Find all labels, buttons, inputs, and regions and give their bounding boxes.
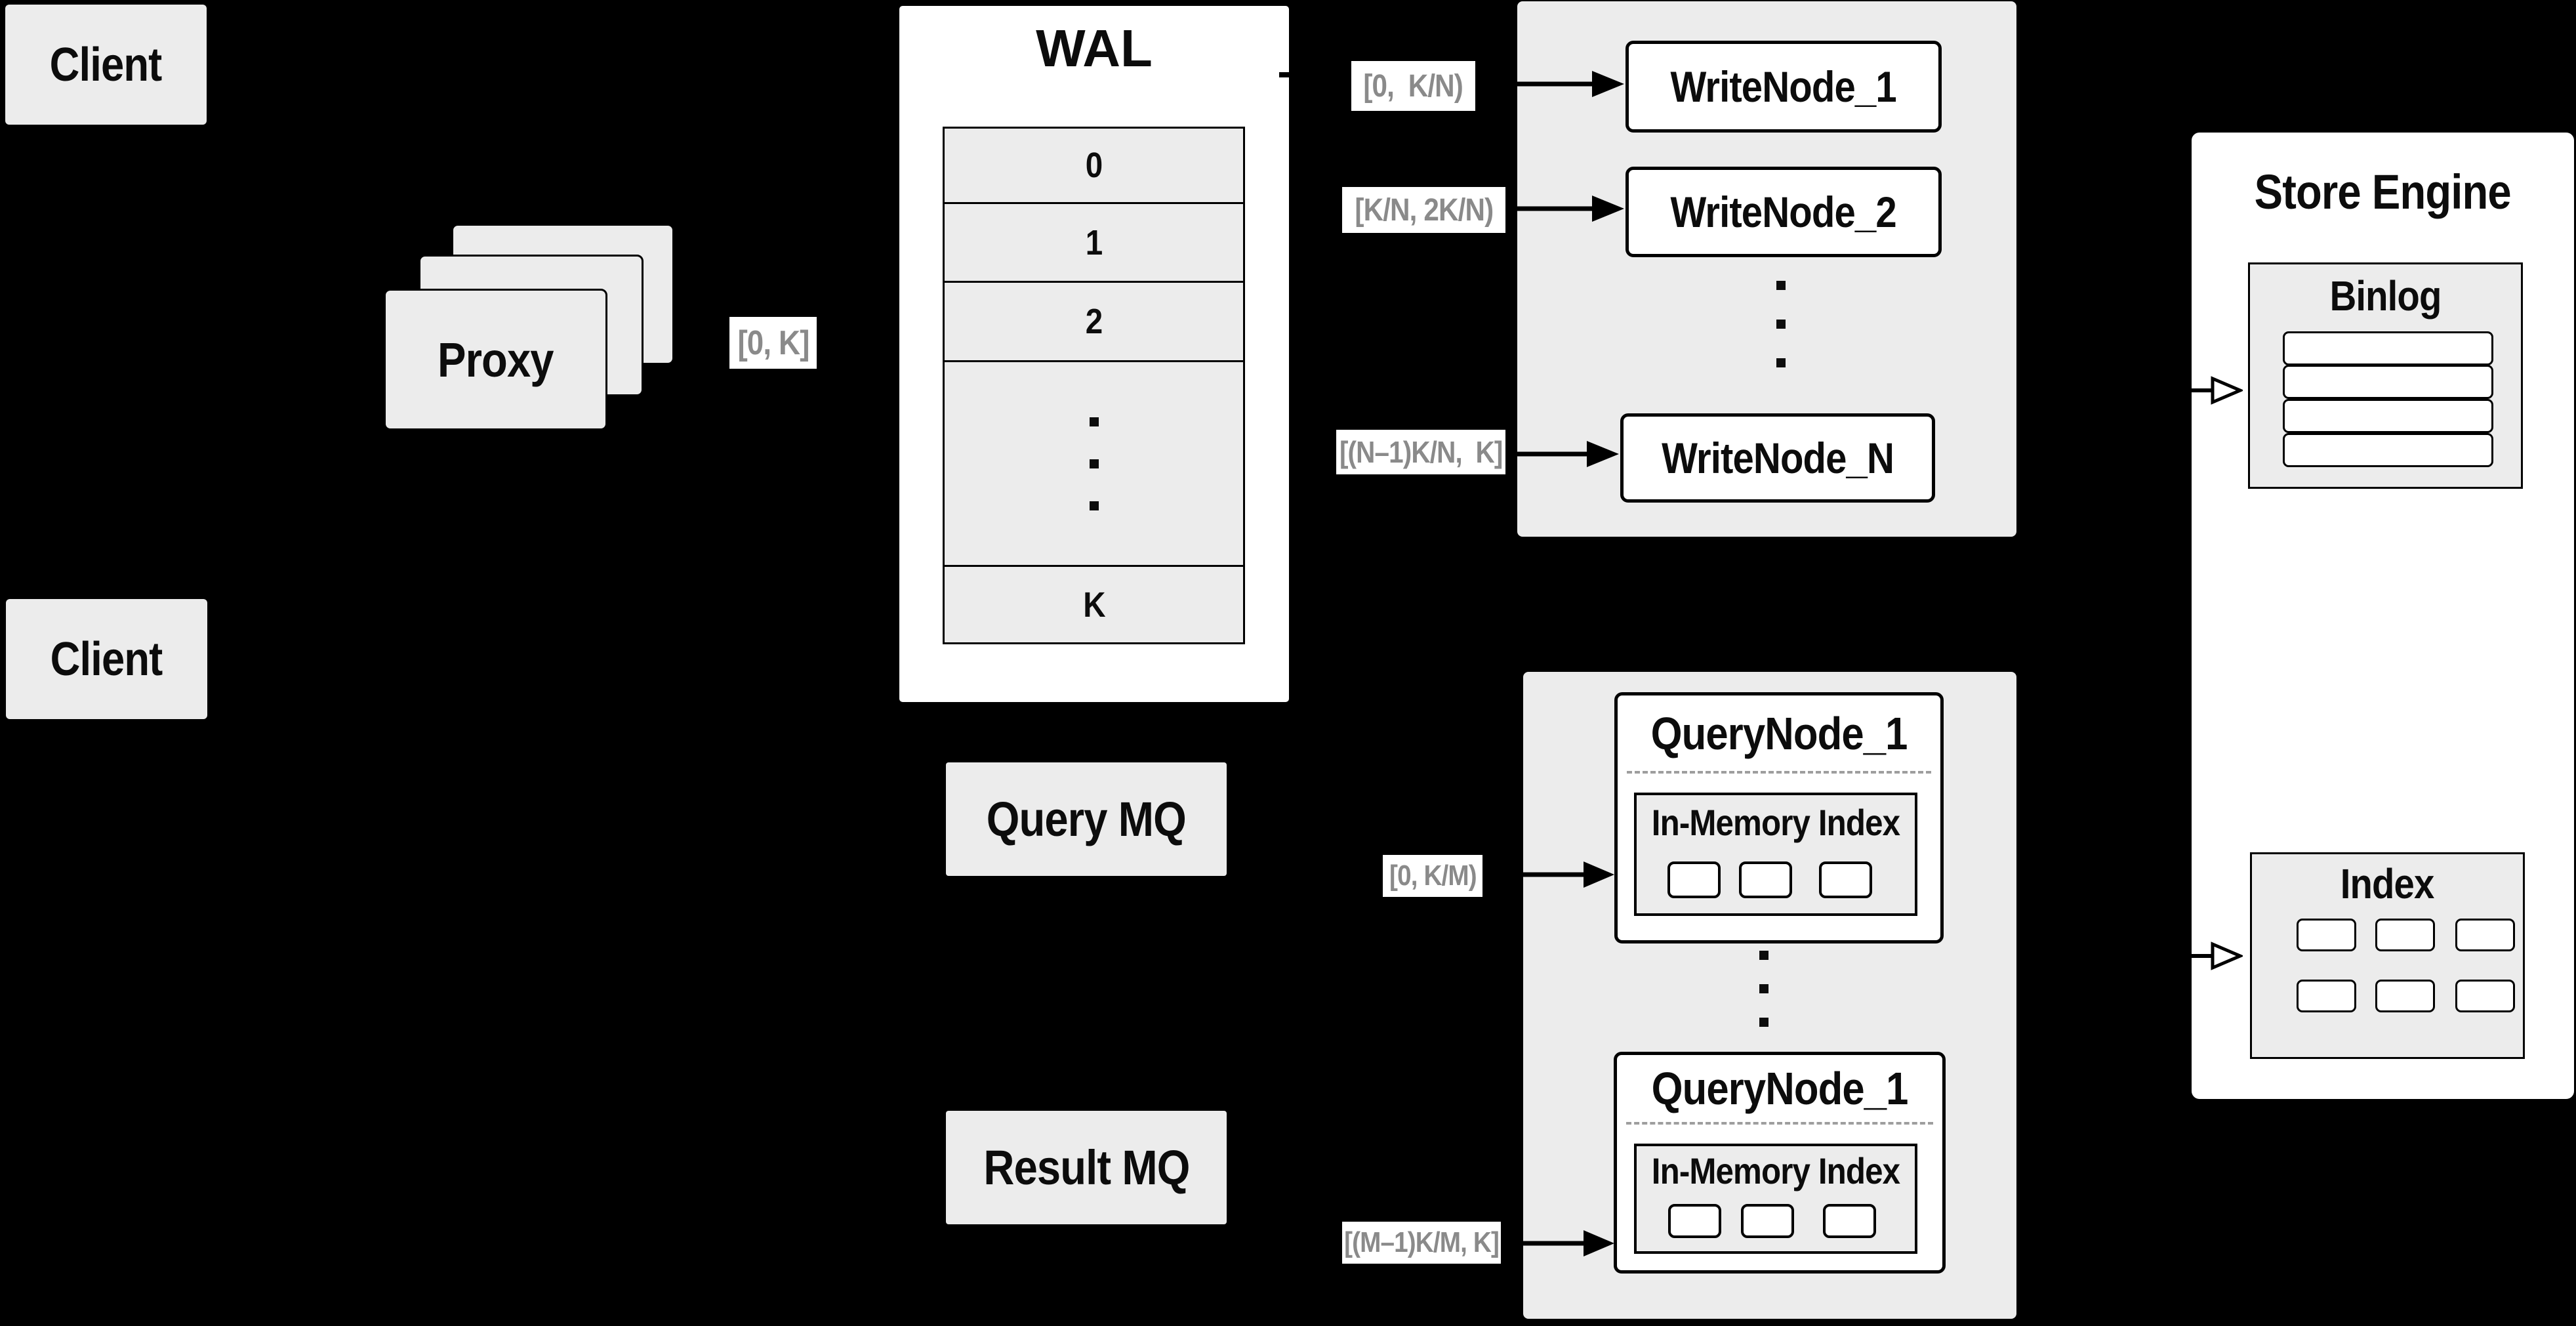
arrow-to-writenode-1 (1517, 71, 1624, 97)
client-box-top: Client (5, 5, 207, 125)
writenode-n-box: WriteNode_N (1620, 413, 1935, 503)
range-label-writenode-n-text: [(N–1)K/N, K] (1339, 435, 1503, 469)
ellipsis-dot (1759, 984, 1768, 993)
wal-segment-k-label: K (1082, 585, 1105, 625)
inmemory-segment (1741, 1204, 1794, 1238)
wal-segment-table: 0 1 2 K (943, 127, 1245, 644)
binlog-row (2283, 433, 2493, 467)
result-mq-label: Result MQ (983, 1140, 1190, 1195)
binlog-row (2283, 331, 2493, 365)
querynode-ellipsis (1759, 951, 1768, 1027)
ellipsis-dot (1776, 281, 1786, 290)
querynode-1-inmemory-title: In-Memory Index (1651, 801, 1900, 843)
range-label-writenode-n: [(N–1)K/N, K] (1336, 430, 1505, 474)
binlog-title: Binlog (2329, 272, 2442, 320)
ellipsis-dot (1776, 320, 1786, 329)
range-label-writenode-1-text: [0, K/N) (1363, 68, 1464, 104)
range-label-writenode-2-text: [K/N, 2K/N) (1355, 192, 1494, 228)
proxy-label: Proxy (438, 332, 554, 387)
ellipsis-dot (1089, 417, 1099, 426)
ellipsis-dot (1089, 501, 1099, 510)
ellipsis-dot (1759, 1018, 1768, 1027)
result-mq-box: Result MQ (946, 1111, 1227, 1224)
wal-segment-ellipsis (945, 362, 1243, 567)
client-bottom-label: Client (51, 632, 163, 686)
range-label-querynode-2-text: [(M–1)K/M, K] (1344, 1226, 1500, 1258)
wal-segment-2-label: 2 (1085, 302, 1103, 341)
range-label-querynode-2: [(M–1)K/M, K] (1342, 1222, 1501, 1264)
index-cell (2455, 919, 2515, 951)
querynode-1-inmemory-box: In-Memory Index (1634, 793, 1917, 916)
wal-segment-1: 1 (945, 204, 1243, 283)
querynode-2-box: QueryNode_1 In-Memory Index (1614, 1052, 1946, 1274)
arrow-to-binlog (2189, 376, 2243, 405)
wal-segment-0: 0 (945, 129, 1243, 204)
wal-segment-2: 2 (945, 283, 1243, 362)
proxy-box: Proxy (384, 289, 607, 430)
querynode-2-title: QueryNode_1 (1651, 1063, 1909, 1114)
writenode-2-box: WriteNode_2 (1625, 167, 1942, 257)
writenode-n-label: WriteNode_N (1662, 434, 1894, 482)
index-cell (2375, 980, 2435, 1012)
inmemory-segment (1739, 861, 1792, 898)
store-engine-title: Store Engine (2254, 164, 2512, 219)
wal-box: WAL 0 1 2 K (897, 4, 1291, 704)
querynode-2-inmemory-box: In-Memory Index (1634, 1144, 1917, 1254)
wal-segment-1-label: 1 (1085, 222, 1103, 262)
range-label-querynode-1-text: [0, K/M) (1389, 860, 1477, 892)
client-box-bottom: Client (6, 599, 207, 719)
index-cell (2455, 980, 2515, 1012)
querynode-1-box: QueryNode_1 In-Memory Index (1614, 692, 1944, 943)
writenode-ellipsis (1776, 281, 1786, 367)
arrow-to-querynode-2 (1523, 1230, 1614, 1256)
index-cell (2375, 919, 2435, 951)
arrow-to-writenode-2 (1517, 196, 1624, 222)
inmemory-segment (1819, 861, 1872, 898)
range-label-0-k: [0, K] (729, 317, 817, 369)
arrow-to-writenode-n (1512, 441, 1619, 467)
querynode-2-inmemory-title: In-Memory Index (1651, 1150, 1900, 1191)
wal-connector-nub (1279, 72, 1294, 77)
inmemory-segment (1668, 1204, 1721, 1238)
arrow-to-querynode-1 (1523, 861, 1614, 888)
wal-segment-k: K (945, 567, 1243, 642)
ellipsis-dot (1089, 459, 1099, 468)
writenode-1-box: WriteNode_1 (1625, 41, 1942, 133)
range-label-0-k-text: [0, K] (737, 323, 809, 362)
writenode-1-label: WriteNode_1 (1670, 62, 1897, 111)
client-top-label: Client (50, 38, 163, 91)
wal-segment-0-label: 0 (1085, 146, 1103, 185)
inmemory-segment (1667, 861, 1721, 898)
index-box: Index (2250, 852, 2525, 1059)
arrow-to-index (2189, 942, 2243, 970)
querynode-2-divider (1626, 1122, 1933, 1125)
querynode-1-title: QueryNode_1 (1650, 707, 1908, 759)
index-cell (2297, 919, 2356, 951)
binlog-row (2283, 365, 2493, 399)
range-label-writenode-1: [0, K/N) (1351, 61, 1475, 111)
wal-title: WAL (1036, 19, 1153, 77)
writenode-2-label: WriteNode_2 (1670, 188, 1897, 236)
query-mq-label: Query MQ (986, 792, 1187, 846)
index-title: Index (2341, 860, 2435, 907)
querynode-1-divider (1627, 771, 1931, 774)
inmemory-segment (1823, 1204, 1876, 1238)
ellipsis-dot (1776, 358, 1786, 367)
query-mq-box: Query MQ (946, 762, 1227, 876)
index-cell (2297, 980, 2356, 1012)
ellipsis-dot (1759, 951, 1768, 960)
binlog-row (2283, 399, 2493, 433)
range-label-writenode-2: [K/N, 2K/N) (1342, 187, 1505, 233)
result-mq-connector-nub (1228, 1149, 1241, 1154)
range-label-querynode-1: [0, K/M) (1383, 855, 1482, 897)
